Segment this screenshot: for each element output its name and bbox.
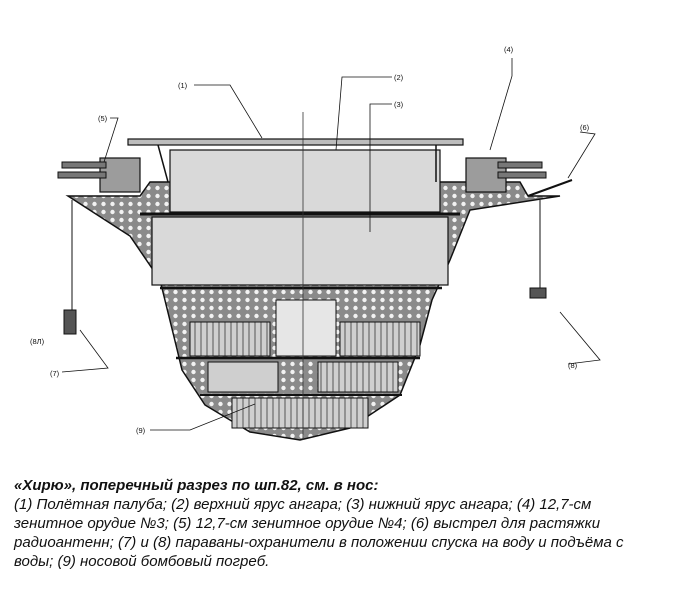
lower-compartment-port bbox=[207, 361, 279, 393]
paravane-starboard bbox=[529, 287, 547, 299]
compartments-starboard bbox=[339, 321, 421, 357]
flight-deck-support-left bbox=[157, 144, 169, 183]
label-7: (7) bbox=[50, 369, 60, 378]
gun-mount-port bbox=[57, 157, 141, 193]
label-6: (6) bbox=[580, 123, 590, 132]
compartments-port bbox=[189, 321, 271, 357]
upper-hangar bbox=[169, 149, 441, 213]
radio-antenna-boom bbox=[527, 179, 573, 197]
label-3: (3) bbox=[394, 100, 404, 109]
flight-deck bbox=[127, 138, 464, 146]
label-2: (2) bbox=[394, 73, 404, 82]
lower-hangar bbox=[151, 216, 449, 286]
label-8b: (8Л) bbox=[30, 337, 45, 346]
gun-mount-starboard bbox=[465, 157, 547, 193]
label-5: (5) bbox=[98, 114, 108, 123]
label-8: (8) bbox=[568, 361, 578, 370]
figure-caption: «Хирю», поперечный разрез по шп.82, см. … bbox=[14, 476, 664, 571]
label-1: (1) bbox=[178, 81, 188, 90]
lower-compartment-starboard bbox=[317, 361, 399, 393]
bomb-magazine bbox=[231, 397, 369, 429]
caption-title: «Хирю», поперечный разрез по шп.82, см. … bbox=[14, 477, 379, 494]
label-4: (4) bbox=[504, 45, 514, 54]
paravane-port bbox=[63, 309, 77, 335]
compartments-center bbox=[275, 299, 337, 357]
leader-lines bbox=[61, 58, 601, 431]
label-9: (9) bbox=[136, 426, 146, 435]
caption-body: (1) Полётная палуба; (2) верхний ярус ан… bbox=[14, 496, 624, 570]
ship-cross-section-diagram: (1) (2) (3) (4) (5) (6) (8Л) (7) (8) (9) bbox=[30, 45, 601, 441]
